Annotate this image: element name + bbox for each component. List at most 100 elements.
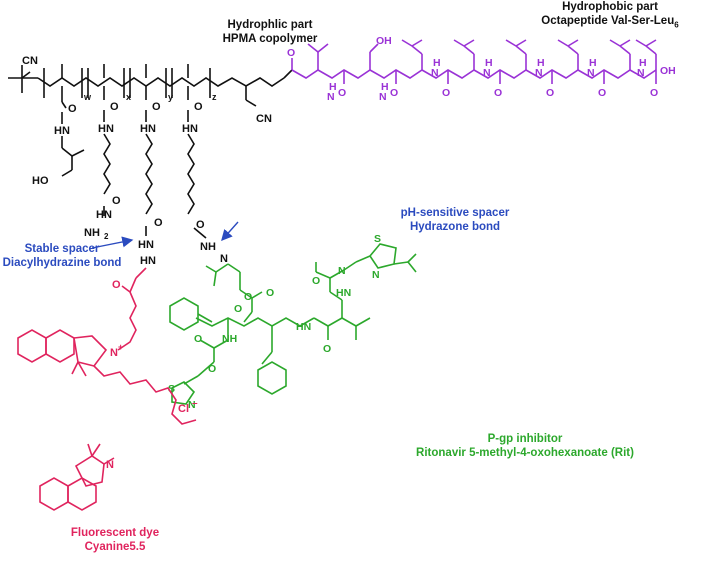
oh-label: OH bbox=[660, 65, 676, 77]
stable-spacer-arrow bbox=[91, 236, 134, 249]
h-label: H bbox=[381, 81, 389, 93]
nh2-subscript: 2 bbox=[104, 232, 109, 241]
n-label: N bbox=[637, 67, 645, 79]
o-label: O bbox=[152, 101, 161, 113]
chloride-label: Cl bbox=[178, 403, 189, 415]
n-label: N bbox=[587, 67, 595, 79]
o-label: O bbox=[266, 287, 274, 299]
o-label: O bbox=[390, 87, 398, 99]
nh2-label: NH bbox=[84, 227, 100, 239]
minus-sign: – bbox=[192, 398, 198, 409]
o-label: O bbox=[650, 87, 658, 99]
hn-label: HN bbox=[96, 209, 112, 221]
hpma-pendant bbox=[61, 86, 85, 177]
o-label: O bbox=[442, 87, 450, 99]
hn-label: HN bbox=[182, 123, 198, 135]
cyanine-structure bbox=[17, 267, 197, 511]
hydrophilic-subtitle: HPMA copolymer bbox=[222, 33, 318, 45]
hn-label: HN bbox=[54, 125, 70, 137]
stable-spacer-title: Stable spacer bbox=[24, 243, 100, 255]
octapeptide-chain bbox=[291, 39, 657, 84]
cyanine-atom-labels: O N + N Cl – bbox=[106, 279, 198, 471]
n-label: N bbox=[220, 253, 228, 265]
o-label: O bbox=[323, 343, 331, 355]
o-label: O bbox=[244, 291, 252, 303]
ritonavir-atom-labels: O O O NH O O S N HN O HN O N S N bbox=[168, 233, 381, 411]
n-label: N bbox=[106, 459, 114, 471]
hn-label: HN bbox=[98, 123, 114, 135]
subscript-w: w bbox=[83, 92, 92, 102]
hn-label: HN bbox=[296, 321, 311, 333]
o-label: O bbox=[208, 363, 216, 375]
n-label: N bbox=[483, 67, 491, 79]
h-label: H bbox=[537, 57, 545, 69]
o-label: O bbox=[287, 47, 295, 59]
o-label: O bbox=[338, 87, 346, 99]
subscript-x: x bbox=[126, 92, 131, 102]
stable-spacer-label: Stable spacer Diacylhydrazine bond bbox=[0, 242, 124, 270]
stable-spacer-subtitle: Diacylhydrazine bond bbox=[2, 257, 122, 269]
n-label: N bbox=[372, 269, 380, 281]
h-label: H bbox=[589, 57, 597, 69]
hpma-backbone bbox=[8, 64, 293, 107]
hydrophobic-subtitle: Octapeptide Val-Ser-Leu6 bbox=[520, 14, 700, 32]
pgp-subtitle: Ritonavir 5-methyl-4-oxohexanoate (Rit) bbox=[416, 447, 634, 459]
ph-spacer-title: pH-sensitive spacer bbox=[400, 207, 510, 219]
hydrophobic-subtitle-text: Octapeptide Val-Ser-Leu bbox=[541, 15, 675, 27]
o-label: O bbox=[234, 303, 242, 315]
hydrophobic-subscript: 6 bbox=[674, 20, 679, 30]
h-label: H bbox=[485, 57, 493, 69]
ph-spacer-arrow bbox=[221, 221, 239, 242]
hydrophilic-title: Hydrophlic part bbox=[227, 19, 313, 31]
n-label: N bbox=[338, 265, 346, 277]
o-label: O bbox=[598, 87, 606, 99]
o-label: O bbox=[154, 217, 163, 229]
n-label: N bbox=[379, 91, 387, 103]
subscript-y: y bbox=[168, 92, 173, 102]
s-label: S bbox=[374, 233, 381, 245]
nh-label: NH bbox=[222, 333, 237, 345]
diacylhydrazine-pendant bbox=[145, 86, 153, 236]
cn-left-label: CN bbox=[22, 55, 38, 67]
hn-label: HN bbox=[336, 287, 351, 299]
cn-right-label: CN bbox=[256, 113, 272, 125]
n-label: N bbox=[327, 91, 335, 103]
h-label: H bbox=[329, 81, 337, 93]
dye-title: Fluorescent dye bbox=[70, 527, 160, 539]
n-label: N bbox=[431, 67, 439, 79]
o-label: O bbox=[196, 219, 205, 231]
o-label: O bbox=[494, 87, 502, 99]
o-label: O bbox=[194, 101, 203, 113]
o-label: O bbox=[112, 279, 121, 291]
hydrophobic-label: Hydrophobic part Octapeptide Val-Ser-Leu… bbox=[520, 0, 700, 32]
fluorescent-dye-label: Fluorescent dye Cyanine5.5 bbox=[50, 526, 180, 554]
hydrophobic-title: Hydrophobic part bbox=[562, 1, 658, 13]
ritonavir-structure bbox=[169, 243, 417, 405]
ph-spacer-subtitle: Hydrazone bond bbox=[409, 221, 501, 233]
peptide-atom-labels: O O O O O O O O OH OH H N H N H N H N H … bbox=[287, 35, 676, 103]
o-label: O bbox=[68, 103, 77, 115]
hn-label: HN bbox=[140, 255, 156, 267]
hydrophilic-label: Hydrophlic part HPMA copolymer bbox=[205, 18, 335, 46]
n-label: N bbox=[535, 67, 543, 79]
o-label: O bbox=[546, 87, 554, 99]
hydrazone-pendant bbox=[187, 86, 207, 239]
oh-label: OH bbox=[376, 35, 392, 47]
backbone-atom-labels: CN w x y z CN O HN HO O HN O HN NH 2 O H… bbox=[22, 55, 272, 267]
o-label: O bbox=[312, 275, 320, 287]
pgp-inhibitor-label: P-gp inhibitor Ritonavir 5-methyl-4-oxoh… bbox=[410, 432, 640, 460]
n-plus-label: N bbox=[110, 347, 118, 359]
h-label: H bbox=[433, 57, 441, 69]
h-label: H bbox=[639, 57, 647, 69]
ho-label: HO bbox=[32, 175, 49, 187]
subscript-z: z bbox=[212, 92, 217, 102]
hydrazide-pendant bbox=[103, 86, 111, 216]
hn-label: HN bbox=[138, 239, 154, 251]
s-label: S bbox=[168, 383, 175, 395]
o-label: O bbox=[110, 101, 119, 113]
ph-spacer-label: pH-sensitive spacer Hydrazone bond bbox=[385, 206, 525, 234]
h-label: H bbox=[208, 241, 216, 253]
plus-sign: + bbox=[118, 342, 123, 352]
